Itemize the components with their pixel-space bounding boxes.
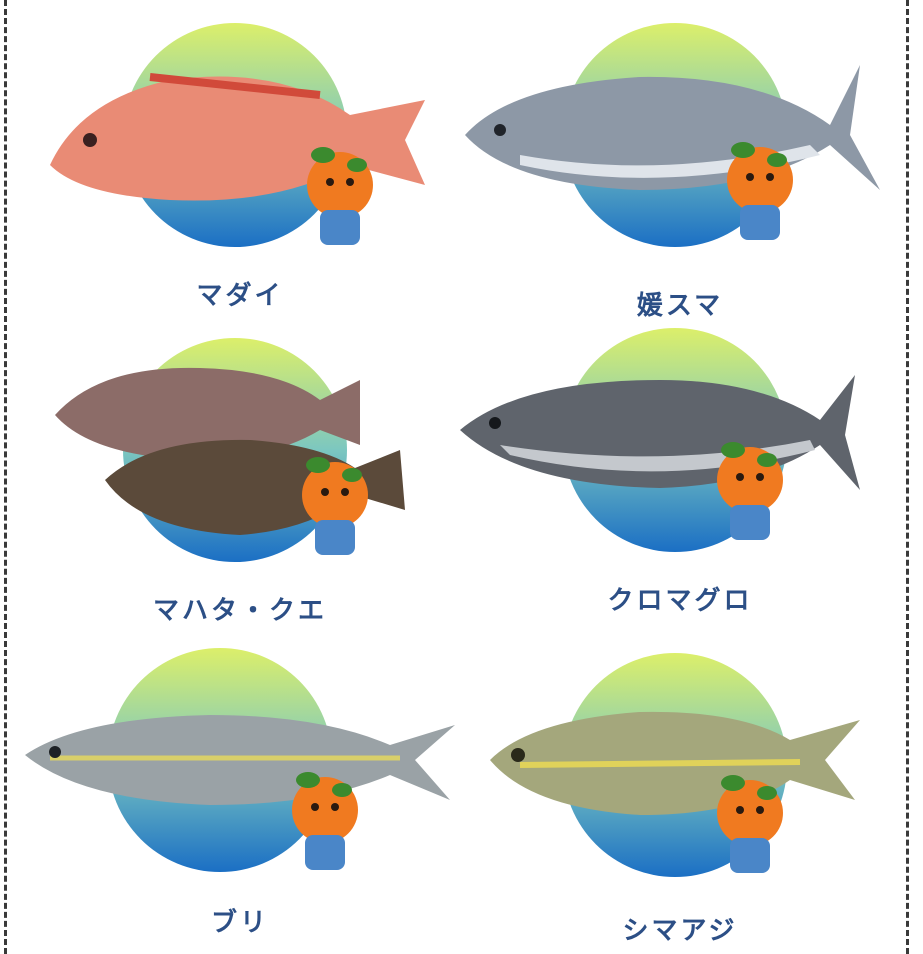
cut-line-right — [906, 0, 909, 954]
fish-card-buri: ブリ — [20, 640, 460, 950]
mahata-fish — [55, 367, 360, 460]
shimaaji-illustration — [490, 653, 860, 877]
madai-illustration — [50, 23, 425, 247]
fish-name-label: 媛スマ — [636, 291, 724, 321]
fish-name-label: シマアジ — [622, 916, 738, 946]
fish-name-label: クロマグロ — [607, 586, 753, 616]
fish-card-kuromaguro: クロマグロ — [460, 320, 900, 630]
hime-suma-illustration — [465, 23, 880, 247]
mascot-mikyan — [292, 772, 358, 870]
fish-name-label: マダイ — [196, 281, 284, 311]
mascot-mikyan — [717, 442, 783, 540]
mascot-mikyan — [727, 142, 793, 240]
fish-card-madai: マダイ — [20, 5, 460, 315]
fish-card-hime-suma: 媛スマ — [460, 5, 900, 321]
mascot-mikyan — [717, 775, 783, 873]
kuromaguro-fish — [460, 375, 860, 490]
mascot-mikyan — [302, 457, 368, 555]
cut-line-left — [4, 0, 7, 954]
buri-illustration — [25, 648, 455, 872]
fish-card-shimaaji: シマアジ — [460, 640, 900, 950]
mahata-kue-illustration — [55, 338, 405, 562]
mascot-mikyan — [307, 147, 373, 245]
fish-name-label: ブリ — [210, 908, 269, 938]
madai-fin — [149, 73, 321, 99]
kuromaguro-illustration — [460, 328, 860, 552]
fish-name-label: マハタ・クエ — [152, 596, 327, 626]
fish-card-mahata-kue: マハタ・クエ — [20, 320, 460, 630]
